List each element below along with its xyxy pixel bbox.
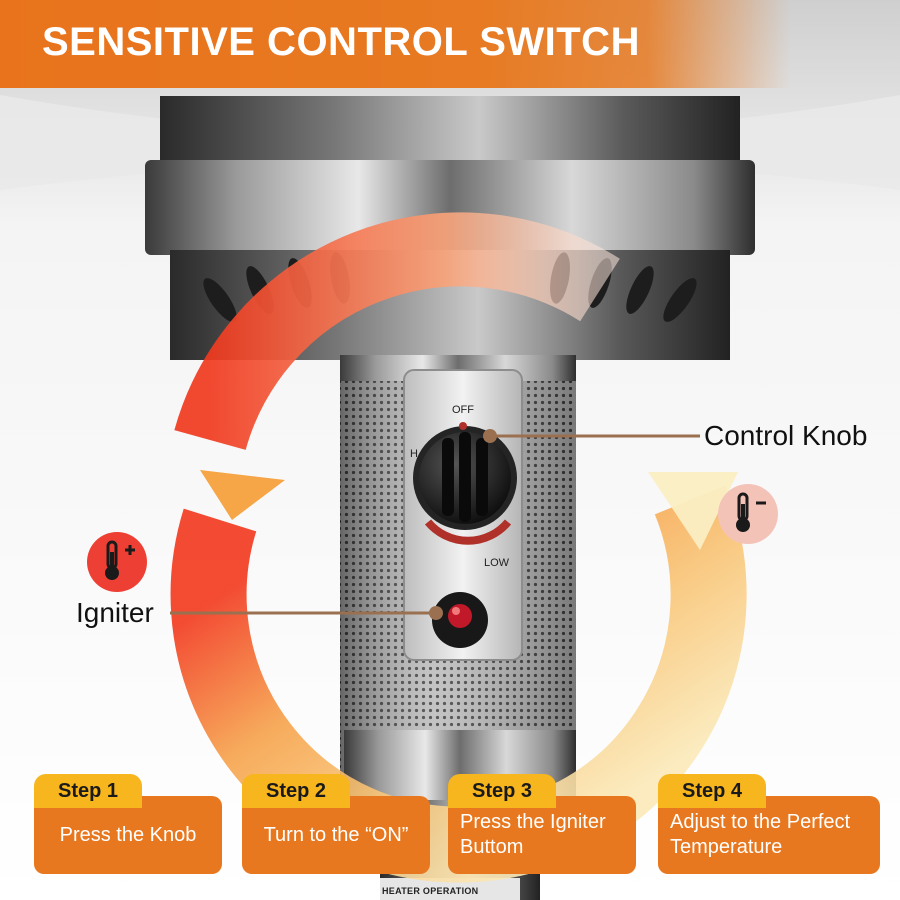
step-label: Step 2 xyxy=(242,774,351,808)
step-label: Step 3 xyxy=(448,774,557,808)
step-description: Adjust to the Perfect Temperature xyxy=(658,796,880,874)
step-label: Step 4 xyxy=(658,774,767,808)
step-description: Press the Knob xyxy=(34,796,222,874)
knob-label-high: H xyxy=(410,448,418,460)
banner-title: SENSITIVE CONTROL SWITCH xyxy=(42,20,640,64)
knob-label-low: LOW xyxy=(484,557,510,569)
control-knob-label: Control Knob xyxy=(704,420,868,451)
knob-label-off: OFF xyxy=(452,404,474,416)
step-label: Step 1 xyxy=(34,774,143,808)
igniter-label: Igniter xyxy=(76,597,154,628)
title-banner: SENSITIVE CONTROL SWITCH xyxy=(0,0,790,88)
thermometer-plus-icon xyxy=(87,532,147,592)
decrease-arrow xyxy=(174,212,620,451)
step-description: Turn to the “ON” xyxy=(242,796,430,874)
step-description: Press the Igniter Buttom xyxy=(448,796,636,874)
heater-operation-plate: HEATER OPERATION xyxy=(382,886,479,896)
thermometer-minus-icon xyxy=(718,484,778,544)
